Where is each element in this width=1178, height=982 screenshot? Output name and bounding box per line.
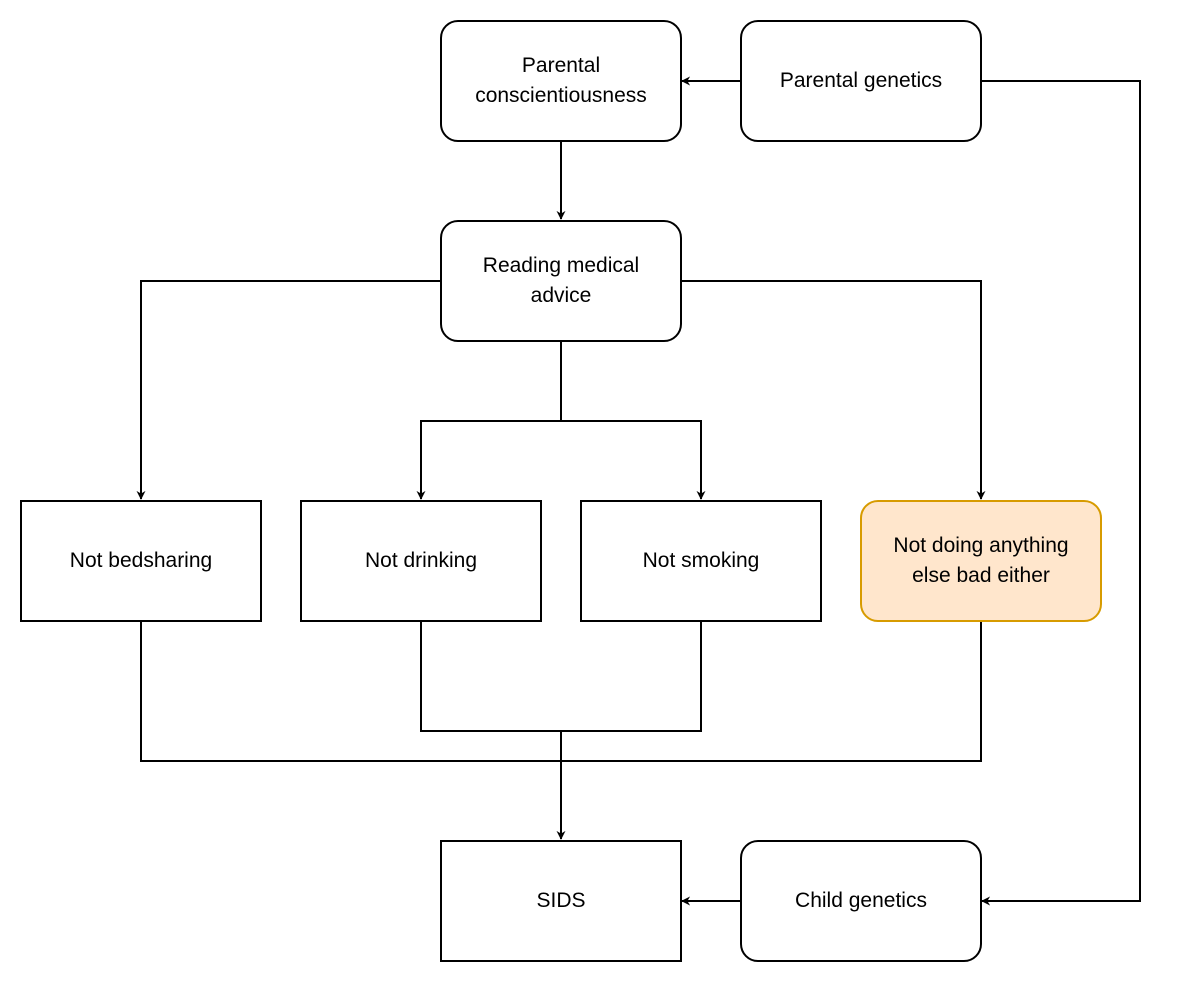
edge-reading-to-not-doing-anything-else <box>681 280 986 500</box>
node-not-smoking: Not smoking <box>580 500 822 622</box>
node-label-not-doing-anything-else: Not doing anything else bad either <box>893 534 1069 587</box>
edge-not-bedsharing-to-sids <box>140 621 566 840</box>
node-label-not-bedsharing: Not bedsharing <box>69 549 213 572</box>
node-label-reading-medical-advice: Reading medical advice <box>482 254 640 307</box>
edge-parental-genetics-to-child-genetics <box>981 80 1141 906</box>
node-child-genetics: Child genetics <box>740 840 982 962</box>
node-label-not-drinking: Not drinking <box>364 549 478 572</box>
node-label-not-smoking: Not smoking <box>642 549 760 572</box>
edge-reading-to-not-smoking <box>561 420 706 500</box>
node-not-doing-anything-else: Not doing anything else bad either <box>860 500 1102 622</box>
node-label-parental-genetics: Parental genetics <box>779 69 943 92</box>
edge-not-smoking-to-sids <box>561 621 702 732</box>
node-not-bedsharing: Not bedsharing <box>20 500 262 622</box>
edge-reading-to-not-drinking <box>416 341 562 500</box>
node-label-parental-conscientiousness: Parental conscientiousness <box>475 54 647 107</box>
edge-reading-to-not-bedsharing <box>136 280 440 500</box>
node-parental-genetics: Parental genetics <box>740 20 982 142</box>
node-label-sids: SIDS <box>536 889 586 912</box>
node-parental-conscientiousness: Parental conscientiousness <box>440 20 682 142</box>
node-label-child-genetics: Child genetics <box>795 889 927 912</box>
edge-not-drinking-to-sids <box>420 621 562 761</box>
edge-not-doing-anything-else-to-sids <box>561 621 982 762</box>
node-not-drinking: Not drinking <box>300 500 542 622</box>
node-sids: SIDS <box>440 840 682 962</box>
node-reading-medical-advice: Reading medical advice <box>440 220 682 342</box>
